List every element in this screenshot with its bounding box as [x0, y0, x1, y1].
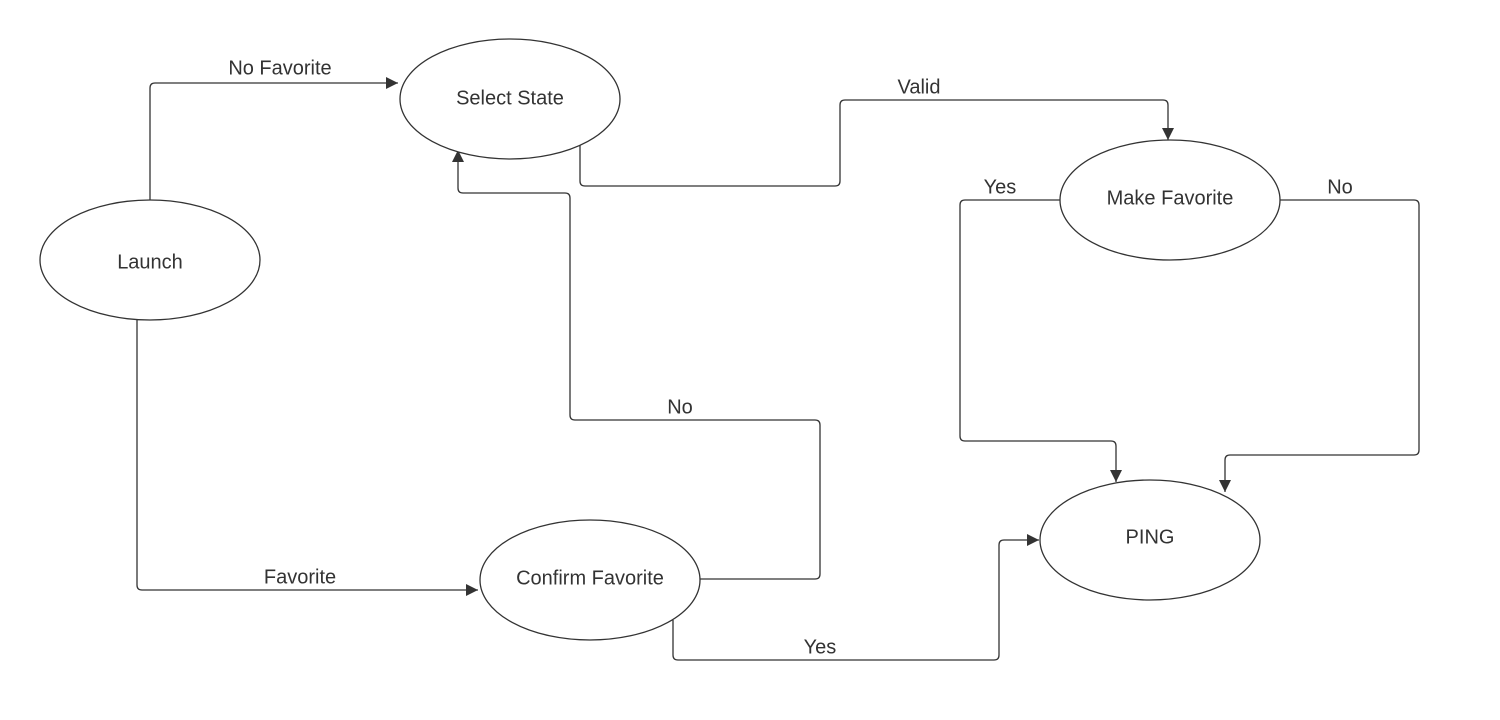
edge-launch-to-confirm-favorite: [136, 320, 478, 596]
node-launch-label: Launch: [117, 251, 183, 273]
edge-label-favorite: Favorite: [264, 566, 336, 588]
edge-launch-to-select-state: [149, 77, 398, 200]
node-select-state-label: Select State: [456, 87, 564, 109]
node-confirm-favorite[interactable]: Confirm Favorite: [479, 519, 701, 641]
node-make-favorite[interactable]: Make Favorite: [1059, 139, 1281, 261]
edge-label-make-favorite-no: No: [1327, 176, 1353, 198]
node-select-state-shape: [399, 38, 621, 160]
edges: [136, 77, 1420, 661]
edge-label-make-favorite-yes: Yes: [984, 176, 1017, 198]
edge-confirm-favorite-yes-to-ping: [672, 534, 1039, 661]
node-select-state[interactable]: Select State: [399, 38, 621, 160]
node-make-favorite-label: Make Favorite: [1107, 187, 1234, 209]
edge-labels: No Favorite Favorite Valid Yes No No Yes: [228, 57, 1352, 658]
node-ping[interactable]: PING: [1039, 479, 1261, 601]
edge-label-no-favorite: No Favorite: [228, 57, 331, 79]
edge-label-confirm-favorite-yes: Yes: [804, 636, 837, 658]
node-make-favorite-shape: [1059, 139, 1281, 261]
edge-label-confirm-favorite-no: No: [667, 396, 693, 418]
node-launch-shape: [39, 199, 261, 321]
edge-make-favorite-no-to-ping: [1219, 199, 1420, 492]
node-confirm-favorite-shape: [479, 519, 701, 641]
edge-confirm-favorite-no-to-select-state: [452, 150, 821, 580]
node-ping-label: PING: [1126, 526, 1175, 548]
edge-select-state-to-make-favorite: [579, 99, 1174, 187]
node-ping-shape: [1039, 479, 1261, 601]
edge-label-valid: Valid: [898, 76, 941, 98]
node-confirm-favorite-label: Confirm Favorite: [516, 567, 664, 589]
node-launch[interactable]: Launch: [39, 199, 261, 321]
edge-make-favorite-yes-to-ping: [959, 199, 1122, 482]
